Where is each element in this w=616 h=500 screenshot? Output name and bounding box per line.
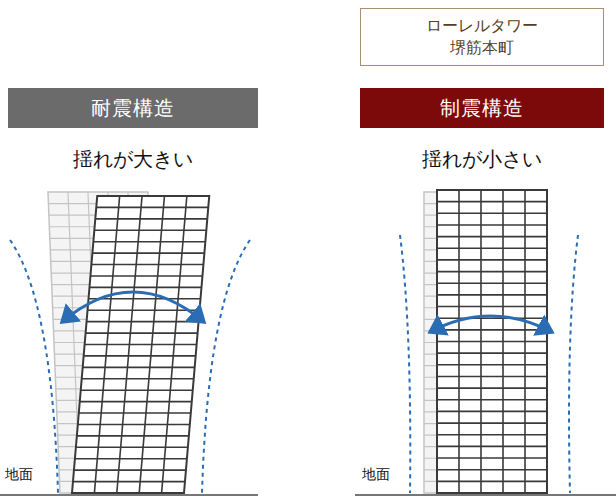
sway-arrow	[62, 292, 204, 322]
building	[72, 196, 209, 493]
sway-curve	[10, 240, 58, 493]
ground-label: 地面	[4, 466, 34, 484]
sway-arrow	[430, 316, 552, 332]
building	[437, 190, 547, 493]
ground-line	[0, 494, 258, 496]
structure-title: 耐震構造	[91, 95, 175, 122]
sway-curve	[400, 235, 410, 493]
property-name: ローレルタワー 堺筋本町	[421, 15, 543, 58]
ground-line	[355, 494, 616, 496]
sway-caption: 揺れが大きい	[73, 146, 193, 173]
structure-title: 制震構造	[440, 95, 524, 122]
sway-curve	[202, 240, 250, 493]
structure-band: 耐震構造	[8, 88, 258, 128]
sway-curve	[569, 235, 578, 493]
name-box: ローレルタワー 堺筋本町	[360, 8, 604, 66]
sway-caption: 揺れが小さい	[422, 146, 542, 173]
ground-label: 地面	[361, 466, 391, 484]
structure-band: 制震構造	[360, 88, 604, 128]
